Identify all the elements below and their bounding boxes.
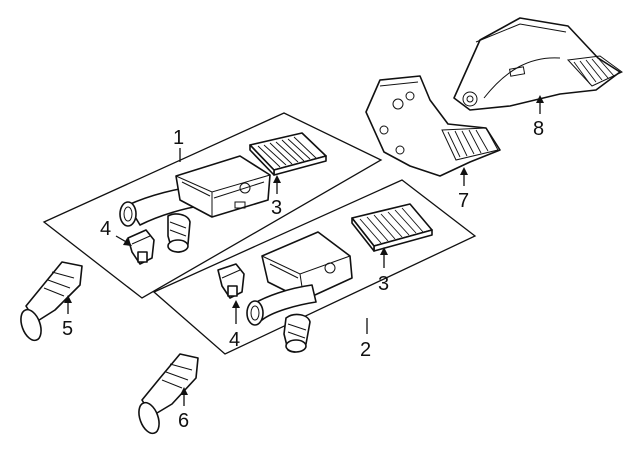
air-cleaner-housing-lower: [246, 231, 353, 353]
callout-2: 2: [360, 339, 371, 361]
callout-4-lower: 4: [229, 329, 240, 351]
callout-5: 5: [62, 318, 73, 340]
callout-6: 6: [178, 410, 189, 432]
callout-3-lower: 3: [378, 273, 389, 295]
intake-duct-5: [20, 261, 83, 342]
air-filter-element-lower: [351, 203, 433, 252]
callout-4-upper: 4: [100, 218, 111, 240]
air-cleaner-housing-upper: [119, 155, 271, 253]
leader-lines: [64, 95, 544, 406]
engine-cover-upper-8: [453, 17, 623, 111]
mass-air-flow-sensor-upper: [127, 229, 155, 265]
callout-3-upper: 3: [271, 197, 282, 219]
intake-duct-6: [138, 353, 199, 435]
callout-1: 1: [173, 127, 184, 149]
air-filter-element-upper: [249, 132, 327, 176]
callout-8: 8: [533, 118, 544, 140]
callout-7: 7: [458, 190, 469, 212]
engine-cover-lower-7: [365, 75, 501, 177]
mass-air-flow-sensor-lower: [217, 263, 245, 299]
